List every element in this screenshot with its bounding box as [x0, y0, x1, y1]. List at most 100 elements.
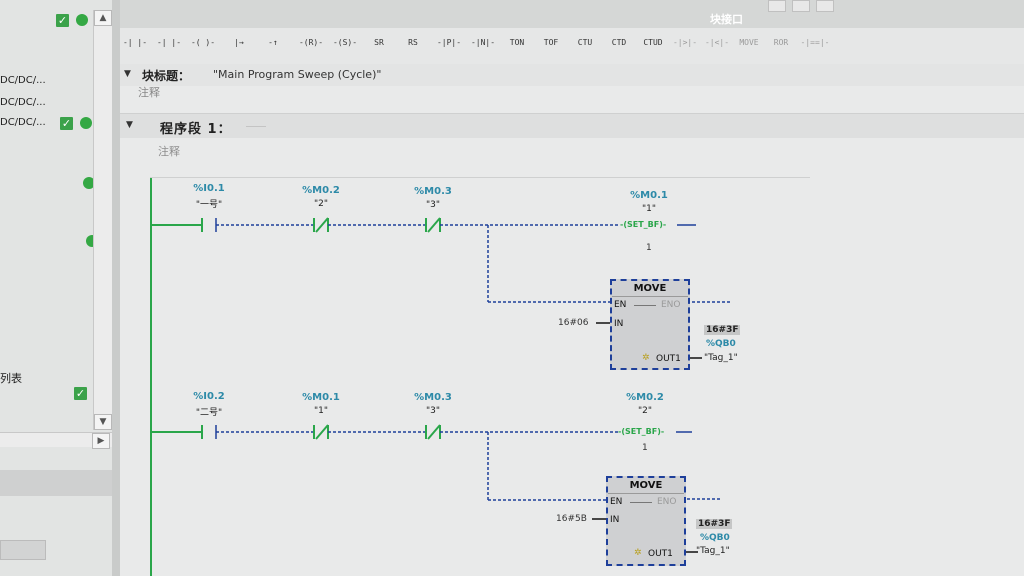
coil-tag[interactable]: "2": [637, 406, 653, 416]
n-contact-button[interactable]: -|N|-: [470, 38, 496, 47]
contact-address[interactable]: %M0.3: [414, 186, 452, 197]
contact-address[interactable]: %M0.1: [302, 392, 340, 403]
in-pin: IN: [614, 319, 624, 329]
vertical-scrollbar[interactable]: ▲ ▼: [93, 10, 112, 430]
contact-tag[interactable]: "3": [425, 406, 441, 416]
en-pin: EN: [610, 497, 623, 507]
en-pin: EN: [614, 300, 627, 310]
coil-count[interactable]: 1: [646, 243, 652, 253]
greater-compare-button[interactable]: -|>|-: [672, 38, 698, 47]
details-header: [0, 470, 112, 496]
ror-button[interactable]: ROR: [773, 38, 789, 47]
move-block[interactable]: MOVE EN ENO IN ✲ OUT1: [610, 279, 690, 370]
contact-tag[interactable]: "1": [313, 406, 329, 416]
contact-tag[interactable]: "一号": [195, 200, 223, 210]
scroll-right-icon[interactable]: ▶: [92, 433, 110, 449]
eno-pin: ENO: [657, 497, 677, 507]
coil-tag[interactable]: "1": [641, 204, 657, 214]
details-cell: [0, 540, 46, 560]
scroll-down-icon[interactable]: ▼: [94, 414, 112, 430]
insert-output-icon[interactable]: ✲: [642, 353, 650, 363]
ctud-button[interactable]: CTUD: [643, 38, 663, 47]
network-label: 程序段 1：: [160, 122, 232, 137]
block-comment[interactable]: 注释: [138, 86, 160, 99]
coil-count[interactable]: 1: [642, 443, 648, 453]
move-button[interactable]: MOVE: [739, 38, 759, 47]
out-pin: OUT1: [656, 354, 681, 364]
out-tag[interactable]: "Tag_1": [704, 353, 738, 363]
network-header: ▼ 程序段 1：: [120, 113, 1024, 138]
window-title: 块接口: [710, 13, 743, 26]
in-pin: IN: [610, 515, 620, 525]
collapse-triangle-icon[interactable]: ▼: [126, 120, 133, 130]
coil-button[interactable]: -( )-: [190, 38, 216, 47]
checkbox-icon[interactable]: ✓: [56, 14, 69, 27]
checkbox-icon[interactable]: ✓: [74, 387, 87, 400]
eno-pin: ENO: [661, 300, 681, 310]
block-title-row: ▼ 块标题： "Main Program Sweep (Cycle)": [120, 64, 1024, 86]
set-bit-field-coil[interactable]: -(SET_BF)-: [620, 220, 667, 229]
ton-button[interactable]: TON: [509, 38, 525, 47]
network-title-field[interactable]: [246, 126, 266, 127]
contact-tag[interactable]: "二号": [195, 408, 223, 418]
sr-button[interactable]: SR: [374, 38, 384, 47]
status-ok-icon: [76, 14, 88, 26]
ladder-editor: 块接口 -| |- -| |- -( )- |→ -↑ -(R)- -(S)- …: [120, 0, 1024, 576]
list-label[interactable]: 列表: [0, 372, 22, 385]
ladder-diagram: [150, 178, 732, 576]
collapse-triangle-icon[interactable]: ▼: [124, 69, 131, 79]
tree-item-device[interactable]: DC/DC/...: [0, 97, 46, 108]
contact-address[interactable]: %M0.3: [414, 392, 452, 403]
insert-output-icon[interactable]: ✲: [634, 548, 642, 558]
reset-coil-button[interactable]: -(R)-: [298, 38, 324, 47]
contact-address[interactable]: %I0.2: [193, 391, 225, 402]
status-ok-icon: [83, 177, 95, 189]
network-comment[interactable]: 注释: [158, 145, 180, 158]
set-bit-field-coil[interactable]: -(SET_BF)-: [618, 427, 665, 436]
set-coil-button[interactable]: -(S)-: [332, 38, 358, 47]
monitor-value-badge: 16#3F: [704, 325, 741, 335]
tree-item-device[interactable]: DC/DC/...: [0, 117, 46, 128]
scroll-up-icon[interactable]: ▲: [94, 10, 112, 26]
tree-item-device[interactable]: DC/DC/...: [0, 75, 46, 86]
monitor-value-badge: 16#3F: [696, 519, 733, 529]
equal-compare-button[interactable]: -|==|-: [800, 38, 830, 47]
out-address[interactable]: %QB0: [706, 339, 736, 349]
block-title-text[interactable]: "Main Program Sweep (Cycle)": [213, 68, 382, 81]
contact-tag[interactable]: "3": [425, 200, 441, 210]
contact-address[interactable]: %M0.2: [302, 185, 340, 196]
close-branch-button[interactable]: -↑: [268, 38, 278, 47]
ctu-button[interactable]: CTU: [577, 38, 593, 47]
maximize-button[interactable]: [792, 0, 810, 12]
close-button[interactable]: [816, 0, 834, 12]
coil-address[interactable]: %M0.1: [630, 190, 668, 201]
p-contact-button[interactable]: -|P|-: [436, 38, 462, 47]
separator-line: [150, 177, 810, 178]
nc-contact-button[interactable]: -| |-: [156, 38, 182, 47]
status-ok-icon: [80, 117, 92, 129]
out-pin: OUT1: [648, 549, 673, 559]
minimize-button[interactable]: [768, 0, 786, 12]
rs-button[interactable]: RS: [408, 38, 418, 47]
block-title-label: 块标题：: [142, 69, 191, 83]
checkbox-icon[interactable]: ✓: [60, 117, 73, 130]
rung1-contact3-slash: [427, 217, 441, 233]
tof-button[interactable]: TOF: [543, 38, 559, 47]
ctd-button[interactable]: CTD: [611, 38, 627, 47]
move-block-title: MOVE: [633, 283, 667, 294]
instruction-toolbar: -| |- -| |- -( )- |→ -↑ -(R)- -(S)- SR R…: [120, 28, 1024, 65]
contact-address[interactable]: %I0.1: [193, 183, 225, 194]
in-value[interactable]: 16#06: [558, 318, 589, 328]
out-address[interactable]: %QB0: [700, 533, 730, 543]
panel-splitter[interactable]: [112, 0, 120, 576]
open-branch-button[interactable]: |→: [234, 38, 244, 47]
in-value[interactable]: 16#5B: [556, 514, 587, 524]
less-compare-button[interactable]: -|<|-: [704, 38, 730, 47]
horizontal-scrollbar[interactable]: ▶: [0, 432, 112, 449]
contact-tag[interactable]: "2": [313, 199, 329, 209]
rung2-contact3-slash: [427, 424, 441, 440]
out-tag[interactable]: "Tag_1": [696, 546, 730, 556]
move-block[interactable]: MOVE EN ENO IN ✲ OUT1: [606, 476, 686, 566]
no-contact-button[interactable]: -| |-: [122, 38, 148, 47]
coil-address[interactable]: %M0.2: [626, 392, 664, 403]
